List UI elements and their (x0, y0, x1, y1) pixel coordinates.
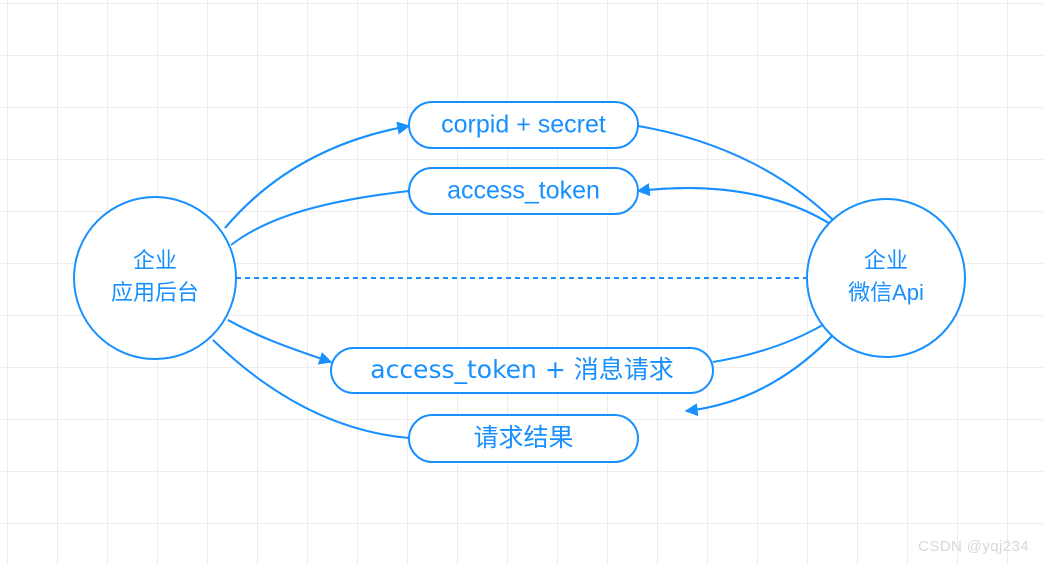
node-wechat-api-label-line1: 企业 (864, 248, 908, 273)
edge-label-return-token[interactable]: access_token (408, 167, 639, 215)
edge-return-result-path-right-cont (685, 333, 835, 412)
edge-return-token-path-right-cont (637, 186, 846, 235)
edge-label-return-token-pill (408, 167, 639, 215)
edge-return-token-path-right (636, 183, 846, 235)
edge-label-return-result-text: 请求结果 (473, 423, 573, 452)
node-app-backend-label-line2: 应用后台 (111, 280, 199, 305)
edge-request-token-path-left (224, 121, 411, 229)
edge-request-token-path-left-cont (224, 125, 410, 229)
node-app-backend-label-line1: 企业 (133, 248, 177, 273)
edge-request-token (224, 121, 842, 229)
node-app-backend[interactable]: 企业 应用后台 (73, 196, 237, 360)
edge-label-return-token-text: access_token (447, 177, 600, 205)
edge-label-return-result-pill (408, 414, 639, 463)
watermark-text: CSDN @yqj234 (918, 538, 1029, 555)
node-wechat-api-circle (806, 198, 966, 358)
node-wechat-api-label-line2: 微信Api (848, 280, 924, 305)
node-wechat-api[interactable]: 企业 微信Api (806, 198, 966, 358)
edge-label-request-token[interactable]: corpid + secret (408, 101, 639, 149)
edge-label-send-message[interactable]: access_token + 消息请求 (330, 347, 714, 394)
edge-label-return-result[interactable]: 请求结果 (408, 414, 639, 463)
edge-label-send-message-text: access_token + 消息请求 (370, 355, 674, 384)
node-app-backend-circle (73, 196, 237, 360)
edge-return-token-path-left (230, 190, 410, 246)
edge-return-result-path-left (212, 339, 410, 439)
edge-label-request-token-pill (408, 101, 639, 149)
edge-return-result (212, 333, 835, 439)
edge-send-message-path-left (227, 319, 333, 365)
edge-send-message-path-left-cont (227, 319, 332, 363)
edge-return-token (230, 183, 846, 246)
edge-label-send-message-pill (330, 347, 714, 394)
edge-label-request-token-text: corpid + secret (441, 111, 606, 139)
edge-request-token-path-right (637, 125, 842, 229)
